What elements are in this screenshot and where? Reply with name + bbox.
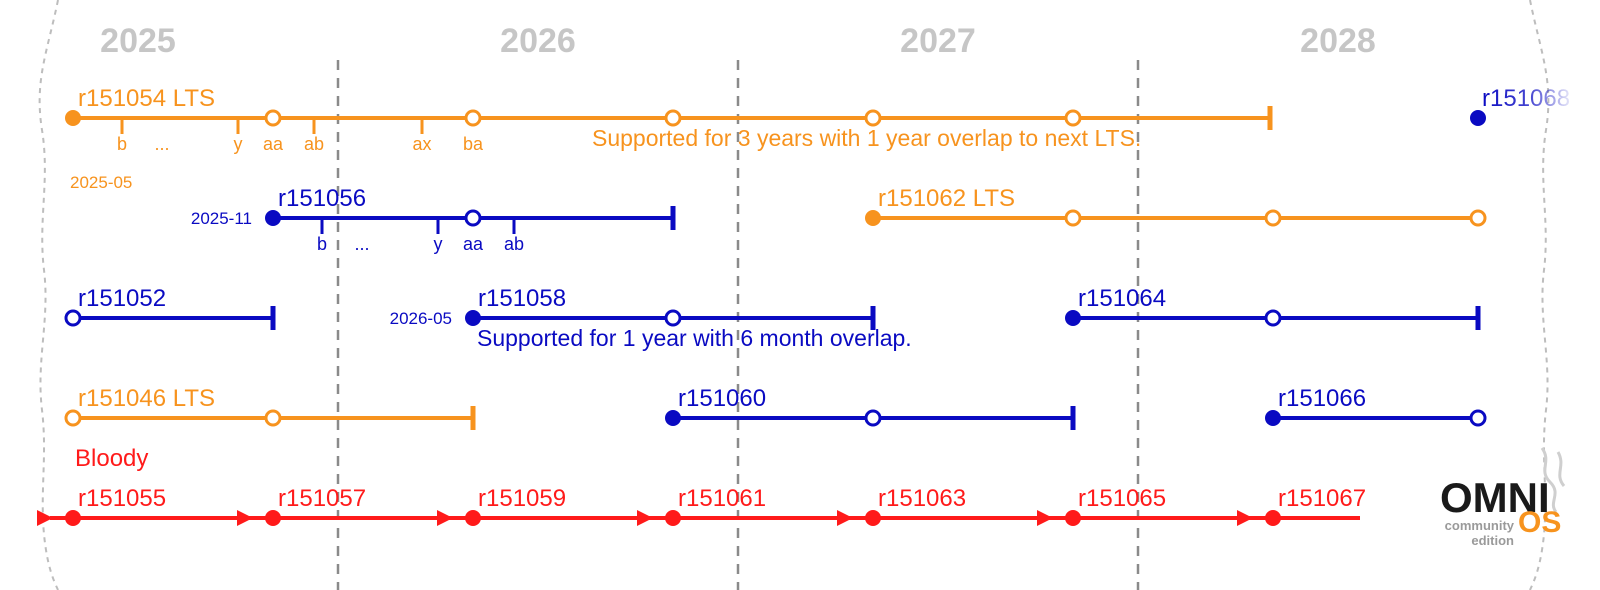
milestone-circle [1469, 409, 1487, 427]
release-start-dot [665, 410, 681, 426]
bloody-arrow [837, 510, 853, 526]
tick-label: ... [354, 234, 369, 254]
release-label: r151064 [1078, 285, 1166, 312]
release-label: r151058 [478, 285, 566, 312]
tick-label: y [234, 134, 243, 154]
release-start-dot [1265, 410, 1281, 426]
milestone-circle [264, 109, 282, 127]
tick-label: ... [154, 134, 169, 154]
release-start-dot [65, 110, 81, 126]
release-start-dot [465, 310, 481, 326]
bloody-arrow [37, 510, 53, 526]
bloody-release-dot [1065, 510, 1081, 526]
milestone-circle [464, 109, 482, 127]
omnios-logo: OMNI OS community edition [1440, 447, 1566, 548]
release-start-dot [865, 210, 881, 226]
release-start-dot [265, 210, 281, 226]
milestone-circle [664, 109, 682, 127]
left-torn-edge [38, 0, 59, 590]
milestone-circle [464, 209, 482, 227]
support-note: Supported for 3 years with 1 year overla… [592, 125, 1141, 151]
bloody-release-label: r151061 [678, 485, 766, 512]
milestone-circle [1469, 209, 1487, 227]
release-label: r151060 [678, 385, 766, 412]
release-label: r151054 LTS [78, 85, 215, 112]
bloody-release-dot [465, 510, 481, 526]
release-label: r151046 LTS [78, 385, 215, 412]
milestone-circle [64, 409, 82, 427]
release-label: r151056 [278, 185, 366, 212]
logo-community-text: community [1445, 518, 1515, 533]
bloody-release-label: r151065 [1078, 485, 1166, 512]
milestone-circle [1064, 209, 1082, 227]
bloody-arrow [437, 510, 453, 526]
smoke-graphic [1540, 447, 1566, 513]
bloody-arrow [237, 510, 253, 526]
milestone-circle [1264, 209, 1282, 227]
tick-label: y [434, 234, 443, 254]
milestone-circle [64, 309, 82, 327]
year-label: 2026 [500, 22, 576, 60]
milestone-circle [1064, 109, 1082, 127]
bloody-release-dot [65, 510, 81, 526]
tick-label: ab [304, 134, 324, 154]
right-torn-edge [1529, 0, 1550, 590]
tick-label: b [317, 234, 327, 254]
bloody-release-label: r151067 [1278, 485, 1366, 512]
year-label: 2027 [900, 22, 976, 60]
tick-label: aa [463, 234, 484, 254]
year-label: 2028 [1300, 22, 1376, 60]
tick-label: ax [412, 134, 431, 154]
release-date: 2025-11 [191, 209, 252, 228]
logo-edition-text: edition [1471, 533, 1514, 548]
tick-label: ab [504, 234, 524, 254]
bloody-release-label: r151063 [878, 485, 966, 512]
milestone-circle [864, 409, 882, 427]
release-start-dot [1065, 310, 1081, 326]
milestone-circle [864, 109, 882, 127]
bloody-label: Bloody [75, 445, 148, 472]
bloody-arrow [1237, 510, 1253, 526]
bloody-arrow [637, 510, 653, 526]
release-date: 2026-05 [390, 309, 452, 328]
release-label: r151052 [78, 285, 166, 312]
bloody-release-dot [665, 510, 681, 526]
bloody-release-dot [865, 510, 881, 526]
milestone-circle [1264, 309, 1282, 327]
tick-label: ba [463, 134, 484, 154]
milestone-circle [264, 409, 282, 427]
bloody-release-dot [265, 510, 281, 526]
release-start-dot [1470, 110, 1486, 126]
bloody-release-label: r151055 [78, 485, 166, 512]
logo-word-omni: OMNI [1440, 474, 1550, 521]
release-label: r151068 [1482, 85, 1570, 112]
release-date: 2025-05 [70, 173, 132, 192]
release-label: r151062 LTS [878, 185, 1015, 212]
support-note: Supported for 1 year with 6 month overla… [477, 325, 912, 351]
bloody-marks: r151055 r151057 r151059 r151061 r151063 r1510… [37, 485, 1366, 526]
release-label: r151066 [1278, 385, 1366, 412]
bloody-arrow [1037, 510, 1053, 526]
logo-word-os: OS [1518, 506, 1561, 539]
bloody-release-label: r151059 [478, 485, 566, 512]
tick-label: aa [263, 134, 284, 154]
bloody-release-dot [1265, 510, 1281, 526]
tick-label: b [117, 134, 127, 154]
year-label: 2025 [100, 22, 176, 60]
milestone-circle [664, 309, 682, 327]
bloody-release-label: r151057 [278, 485, 366, 512]
